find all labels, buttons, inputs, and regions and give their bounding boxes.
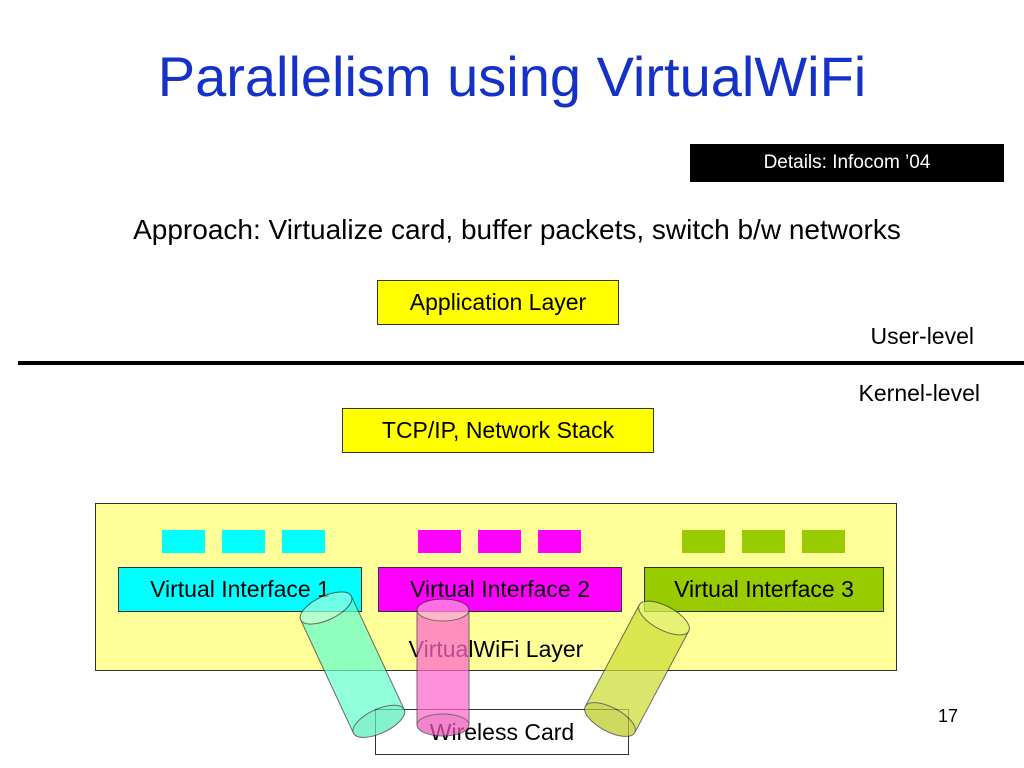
buffer-packet-3a <box>682 530 725 553</box>
buffer-packet-2c <box>538 530 581 553</box>
kernel-level-label: Kernel-level <box>858 380 980 406</box>
application-layer-box: Application Layer <box>377 280 619 325</box>
buffer-packet-2b <box>478 530 521 553</box>
buffer-packet-3b <box>742 530 785 553</box>
buffer-packet-1a <box>162 530 205 553</box>
user-level-label: User-level <box>870 323 974 349</box>
buffer-packet-2a <box>418 530 461 553</box>
network-stack-box: TCP/IP, Network Stack <box>342 408 654 453</box>
details-badge: Details: Infocom ’04 <box>690 144 1004 182</box>
pipe-3-cylinder <box>584 600 690 737</box>
slide-title: Parallelism using VirtualWiFi <box>157 45 867 108</box>
pipe-2-cylinder <box>416 598 470 737</box>
page-number: 17 <box>938 706 959 726</box>
pipe-1-cylinder <box>299 591 406 738</box>
buffer-packet-1b <box>222 530 265 553</box>
virtual-interface-3-box: Virtual Interface 3 <box>644 567 884 612</box>
buffer-packet-1c <box>282 530 325 553</box>
virtual-interface-2-box: Virtual Interface 2 <box>378 567 622 612</box>
buffer-packet-3c <box>802 530 845 553</box>
approach-text: Approach: Virtualize card, buffer packet… <box>133 214 901 245</box>
wireless-card-box: Wireless Card <box>375 709 629 755</box>
user-kernel-divider <box>18 361 1024 365</box>
